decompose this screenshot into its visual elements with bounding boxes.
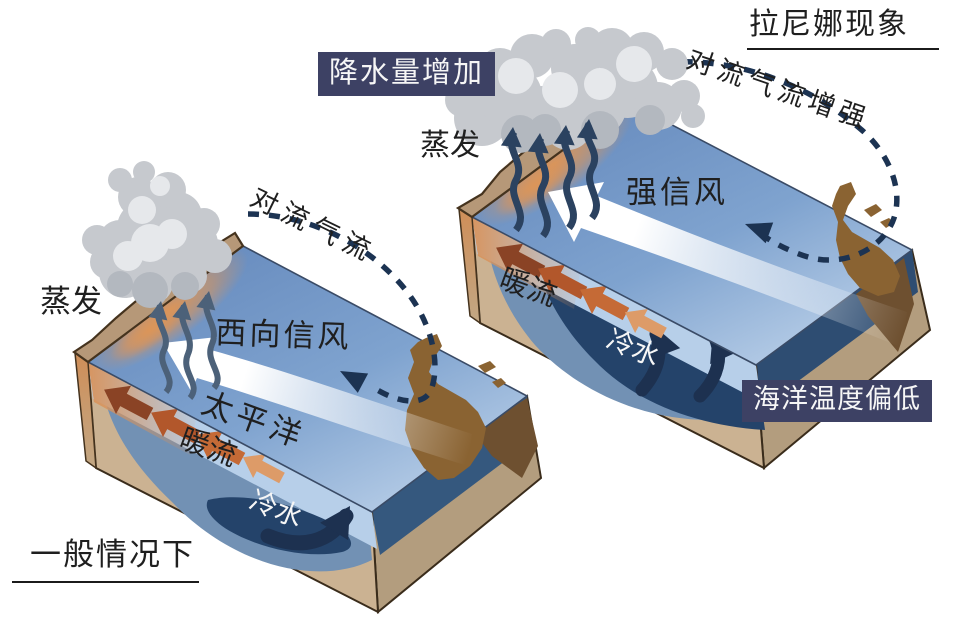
- strong-trade-wind-arrow-icon: [548, 182, 907, 348]
- evaporation-arrows-icon: [148, 289, 221, 400]
- label-strong-trade-wind: 强信风: [626, 175, 728, 211]
- normal-conditions-block: [72, 161, 543, 615]
- cloud-icon: [82, 161, 232, 308]
- warm-pool-glow-core: [110, 298, 190, 362]
- landmass-side-face: [474, 398, 538, 478]
- evaporation-arrows-icon: [500, 118, 600, 239]
- label-evaporation-normal: 蒸发: [40, 284, 102, 320]
- convection-dashed-arrow-icon: [247, 211, 438, 404]
- cloud-icon: [445, 27, 705, 153]
- label-trade-wind-normal: 西向信风: [214, 315, 353, 356]
- cold-upwelling-arrow-icon: [260, 497, 364, 551]
- badge-precipitation-increase: 降水量增加: [318, 52, 496, 96]
- convection-dashed-arrow-icon: [639, 58, 900, 263]
- caption-normal-conditions: 一般情况下: [12, 540, 199, 583]
- label-evaporation-lanina: 蒸发: [420, 128, 480, 163]
- trade-wind-arrow-icon: [163, 337, 472, 466]
- badge-ocean-temperature-low: 海洋温度偏低: [742, 380, 932, 422]
- title-la-nina: 拉尼娜现象: [747, 10, 939, 50]
